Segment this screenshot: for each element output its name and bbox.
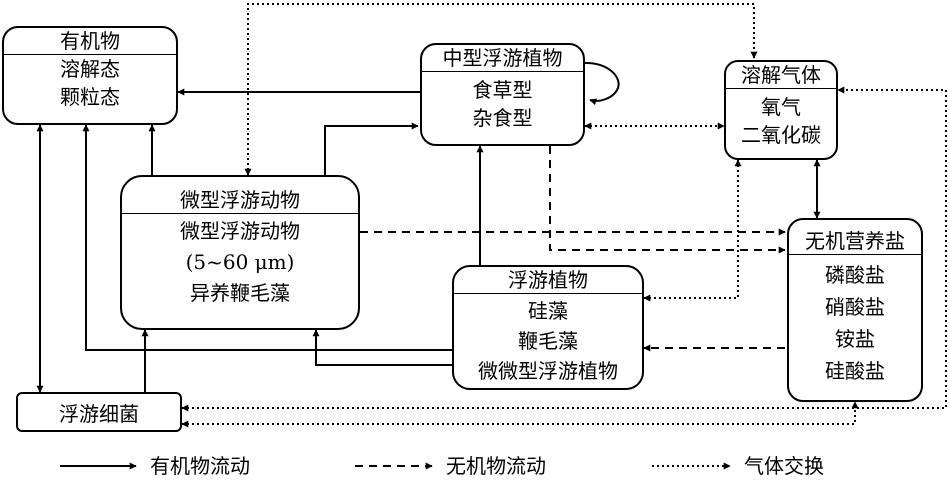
node-micro-line-1: 微型浮游动物 xyxy=(180,219,300,243)
node-gas-line-2: 二氧化碳 xyxy=(741,123,821,147)
legend-gas-exchange: 气体交换 xyxy=(744,454,824,478)
node-phyto: 浮游植物 硅藻 鞭毛藻 微微型浮游植物 xyxy=(452,265,644,390)
node-micro: 微型浮游动物 微型浮游动物 (5~60 μm) 异养鞭毛藻 xyxy=(120,175,360,330)
node-nutrients-line-1: 磷酸盐 xyxy=(825,263,885,287)
legend-inorganic-flow: 无机物流动 xyxy=(446,454,546,478)
node-phyto-line-3: 微微型浮游植物 xyxy=(478,359,618,383)
node-phyto-line-1: 硅藻 xyxy=(528,299,568,323)
node-organic-title: 有机物 xyxy=(4,28,176,55)
node-meso: 中型浮游植物 食草型 杂食型 xyxy=(420,43,585,146)
node-gas: 溶解气体 氧气 二氧化碳 xyxy=(724,60,838,160)
node-meso-title: 中型浮游植物 xyxy=(422,45,583,72)
node-organic-line-2: 颗粒态 xyxy=(60,85,120,109)
node-nutrients-line-4: 硅酸盐 xyxy=(825,359,885,383)
flow-meso-to-nutrients xyxy=(549,146,786,254)
node-micro-line-3: 异养鞭毛藻 xyxy=(190,281,290,305)
flow-phyto-gas xyxy=(643,159,742,302)
node-phyto-title: 浮游植物 xyxy=(454,267,642,294)
node-bacteria-title: 浮游细菌 xyxy=(59,401,139,426)
node-organic: 有机物 溶解态 颗粒态 xyxy=(2,26,178,125)
legend-organic-flow: 有机物流动 xyxy=(150,454,250,478)
node-gas-title: 溶解气体 xyxy=(726,62,836,89)
node-micro-title: 微型浮游动物 xyxy=(122,177,358,214)
node-micro-line-2: (5~60 μm) xyxy=(185,250,295,274)
node-nutrients-line-3: 铵盐 xyxy=(835,327,875,351)
node-nutrients-line-2: 硝酸盐 xyxy=(825,295,885,319)
flow-phyto-to-micro xyxy=(312,329,452,366)
node-phyto-line-2: 鞭毛藻 xyxy=(518,329,578,353)
flow-bacteria-nutrients xyxy=(181,401,859,428)
flow-meso-self-loop xyxy=(584,61,620,106)
node-bacteria: 浮游细菌 xyxy=(16,392,182,432)
flow-micro-to-meso xyxy=(324,122,419,175)
node-nutrients: 无机营养盐 磷酸盐 硝酸盐 铵盐 硅酸盐 xyxy=(787,218,923,402)
node-gas-line-1: 氧气 xyxy=(761,95,801,119)
node-nutrients-title: 无机营养盐 xyxy=(789,220,921,255)
node-organic-line-1: 溶解态 xyxy=(60,57,120,81)
node-meso-line-2: 杂食型 xyxy=(472,106,533,130)
node-meso-line-1: 食草型 xyxy=(472,78,533,102)
